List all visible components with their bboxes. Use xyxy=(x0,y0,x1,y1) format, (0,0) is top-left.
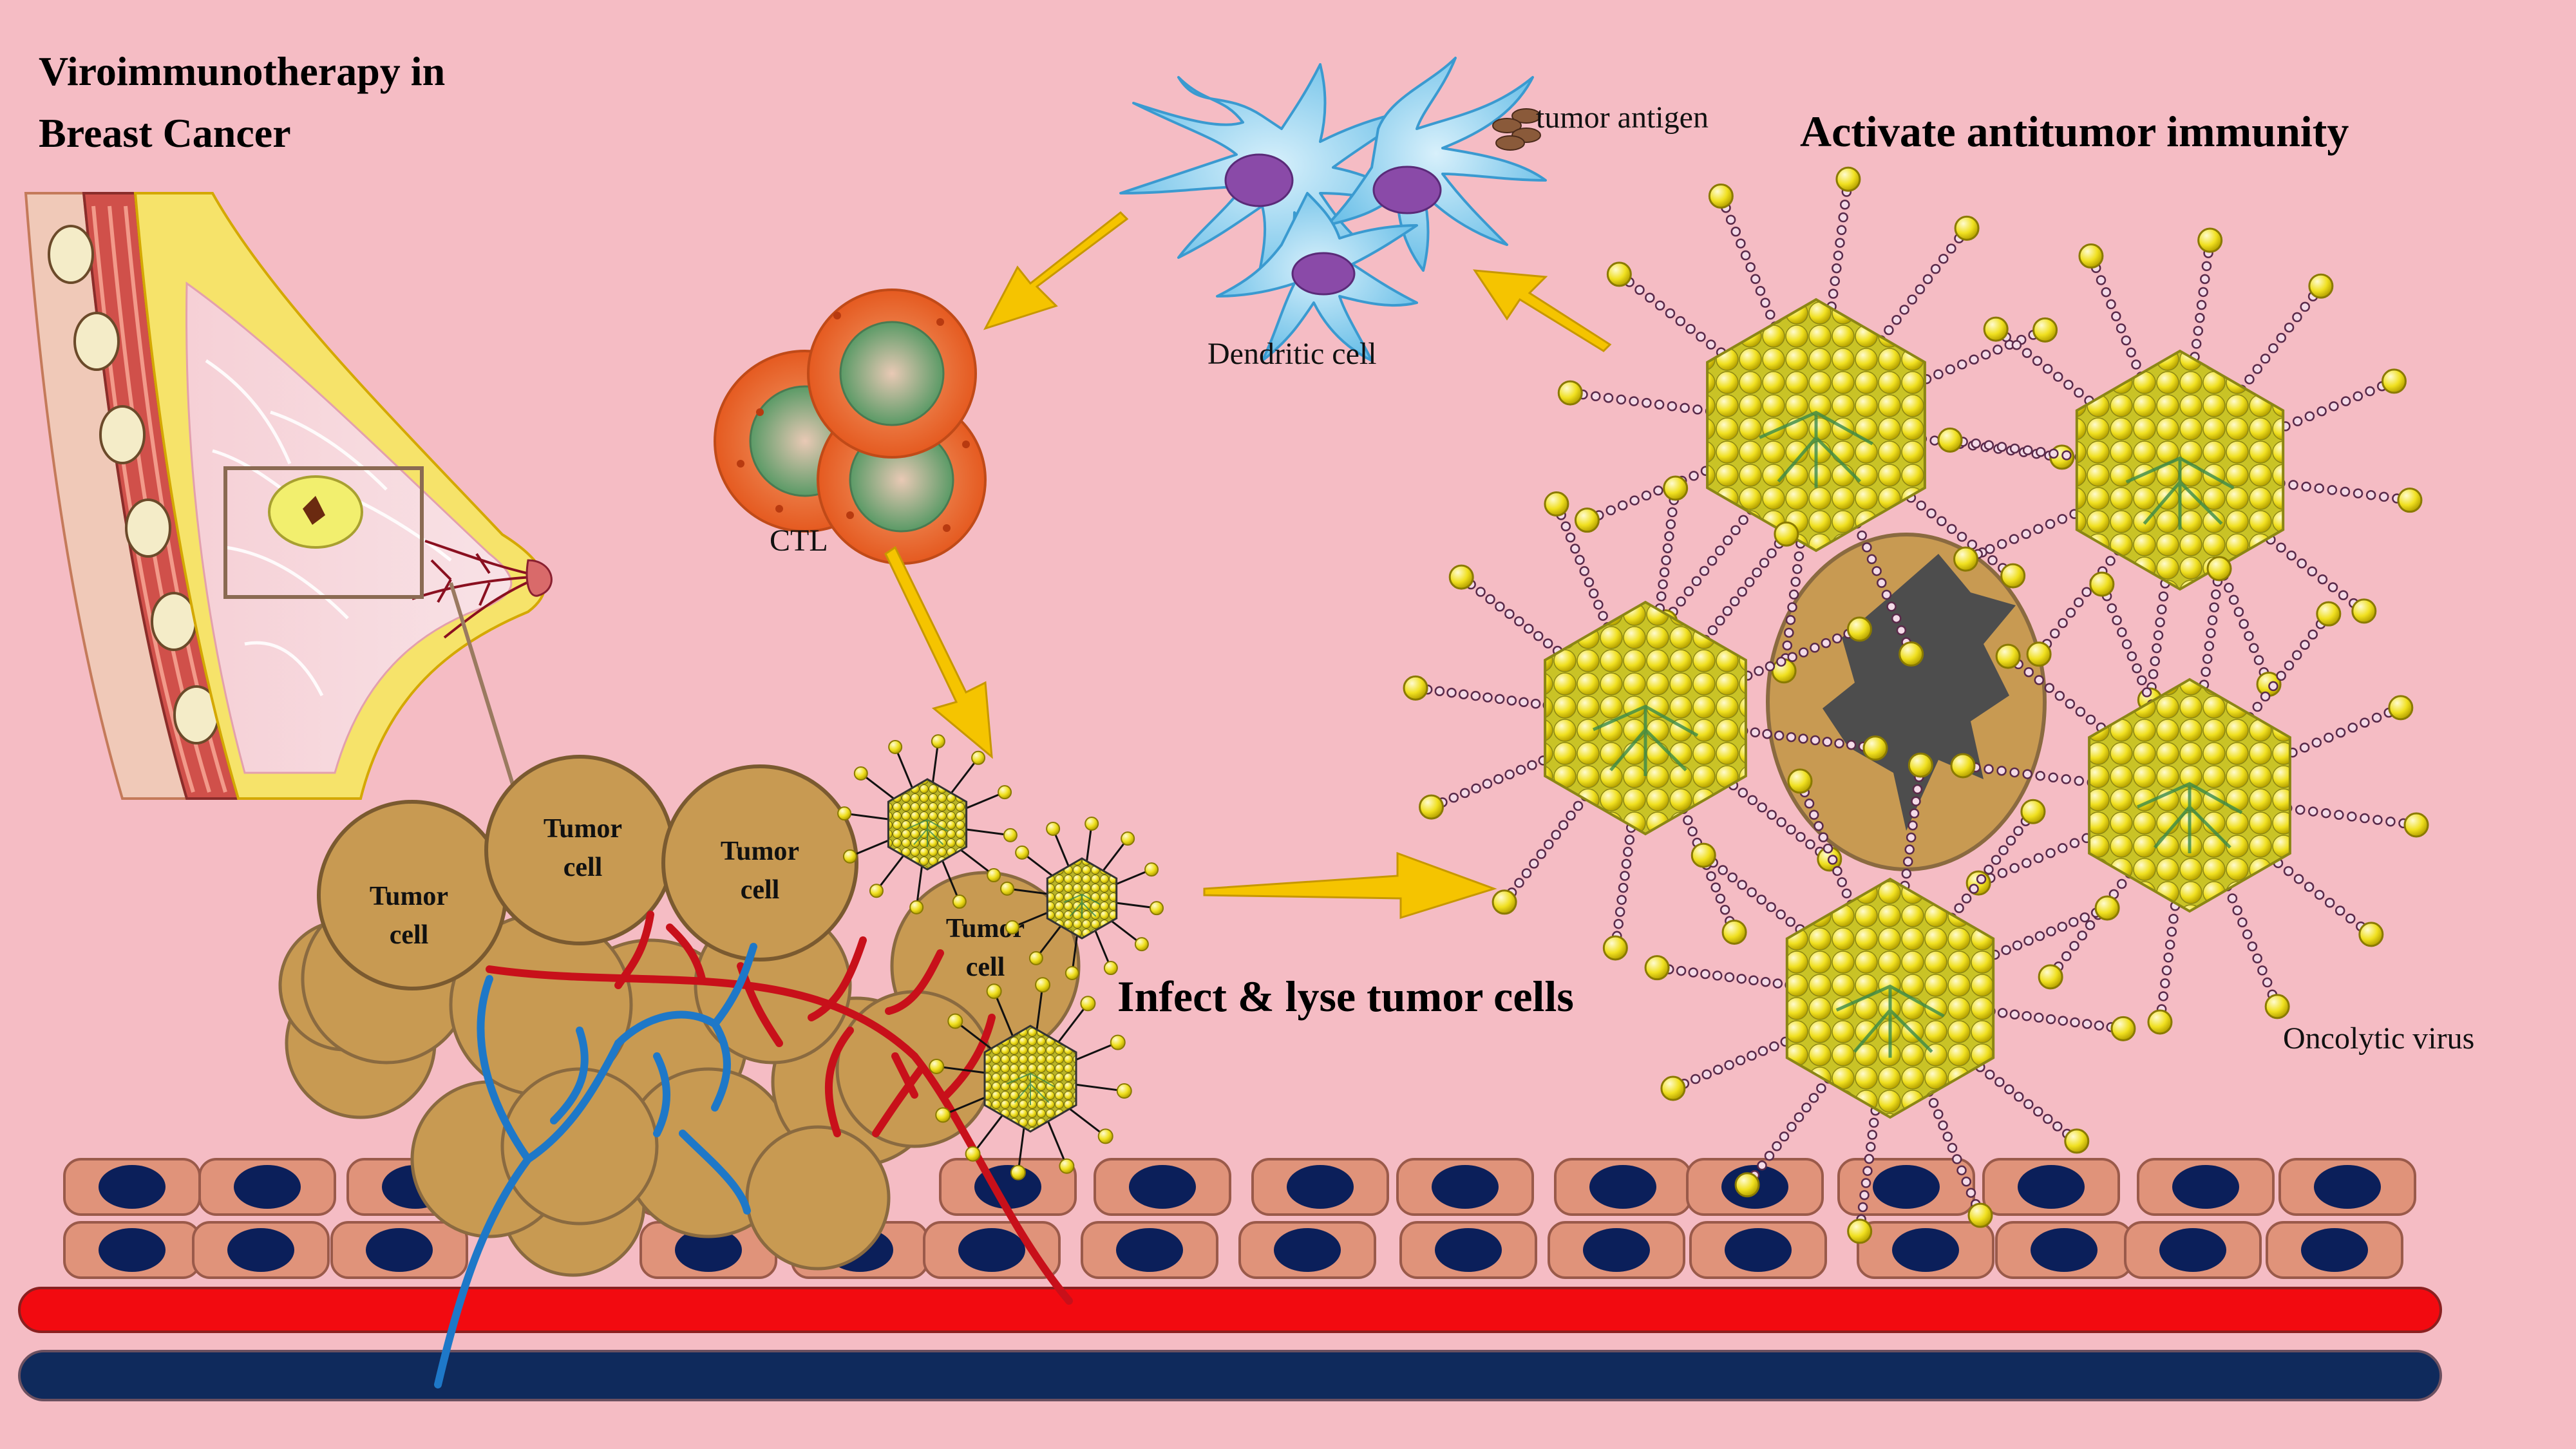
oncolytic-virus-label: Oncolytic virus xyxy=(2283,1021,2474,1056)
ctl-cell-icon xyxy=(714,289,987,565)
endothelial-cell xyxy=(1094,1158,1231,1216)
artery xyxy=(18,1287,2442,1333)
tumor-cluster xyxy=(278,755,1081,1277)
activate-immunity-label: Activate antitumor immunity xyxy=(1800,107,2349,156)
endothelial-cell xyxy=(2266,1221,2403,1279)
svg-text:Tumor: Tumor xyxy=(544,814,622,844)
endothelial-cell xyxy=(63,1158,201,1216)
endothelial-cell xyxy=(1982,1158,2120,1216)
endothelial-cell xyxy=(1251,1158,1389,1216)
arrow-virus-to-dc xyxy=(1473,269,1612,352)
figure-title: Viroimmunotherapy in Breast Cancer xyxy=(39,48,445,156)
tumor-vessel-red xyxy=(486,911,1073,1305)
title-line-2: Breast Cancer xyxy=(39,110,291,156)
svg-text:cell: cell xyxy=(966,952,1005,982)
endothelial-cell xyxy=(1554,1158,1692,1216)
oncolytic-virus xyxy=(1403,475,1888,961)
lysed-tumor-cell xyxy=(1766,533,2047,871)
endothelial-cell xyxy=(1857,1221,1994,1279)
endothelial-cell xyxy=(2137,1158,2275,1216)
svg-text:cell: cell xyxy=(390,920,429,950)
endothelial-cell xyxy=(1396,1158,1534,1216)
arrow-ctl-to-tumor xyxy=(884,545,993,759)
dendritic-cell-icon xyxy=(1119,57,1547,362)
endothelial-cell xyxy=(1995,1221,2133,1279)
tumor-cell-label-3: Tumor cell xyxy=(721,837,799,905)
tumor-antigen-label: tumor antigen xyxy=(1536,100,1709,135)
infect-lyse-label: Infect & lyse tumor cells xyxy=(1117,972,1574,1021)
oncolytic-virus xyxy=(1937,227,2423,713)
endothelial-cell xyxy=(1238,1221,1376,1279)
endothelial-cell xyxy=(1081,1221,1218,1279)
endothelial-cell xyxy=(2124,1221,2262,1279)
small-virus-group xyxy=(837,734,1164,1180)
vein xyxy=(18,1350,2442,1401)
endothelial-cell xyxy=(1399,1221,1537,1279)
small-virus xyxy=(929,977,1132,1180)
svg-text:Tumor: Tumor xyxy=(721,837,799,866)
svg-text:cell: cell xyxy=(564,853,603,882)
arrows xyxy=(884,211,1612,920)
endothelial-cell xyxy=(1837,1158,1975,1216)
oncolytic-virus-icon xyxy=(1403,166,2429,1244)
endothelial-cell xyxy=(1548,1221,1685,1279)
arrow-dc-to-ctl xyxy=(983,211,1129,330)
endothelial-cell xyxy=(330,1221,468,1279)
svg-text:cell: cell xyxy=(741,875,780,905)
endothelial-cell xyxy=(923,1221,1061,1279)
oncolytic-virus xyxy=(1950,556,2429,1035)
endothelial-cell xyxy=(63,1221,201,1279)
endothelial-cell xyxy=(1689,1221,1827,1279)
tumor-vessel-blue xyxy=(434,943,757,1388)
endothelial-cell xyxy=(192,1221,330,1279)
tumor-cell-label-2: Tumor cell xyxy=(544,814,622,882)
arrow-infect-to-virus xyxy=(1203,851,1497,920)
breast-anatomy-icon xyxy=(24,192,578,992)
small-virus xyxy=(837,734,1018,914)
svg-text:Tumor: Tumor xyxy=(370,882,448,911)
tumor-cell-label-1: Tumor cell xyxy=(370,882,448,950)
ctl-label: CTL xyxy=(770,524,828,558)
endothelial-cell xyxy=(2278,1158,2416,1216)
title-line-1: Viroimmunotherapy in xyxy=(39,48,445,94)
small-virus xyxy=(999,816,1164,981)
dendritic-cell-label: Dendritic cell xyxy=(1208,337,1377,371)
oncolytic-virus xyxy=(1644,752,2136,1244)
endothelial-cell xyxy=(198,1158,336,1216)
